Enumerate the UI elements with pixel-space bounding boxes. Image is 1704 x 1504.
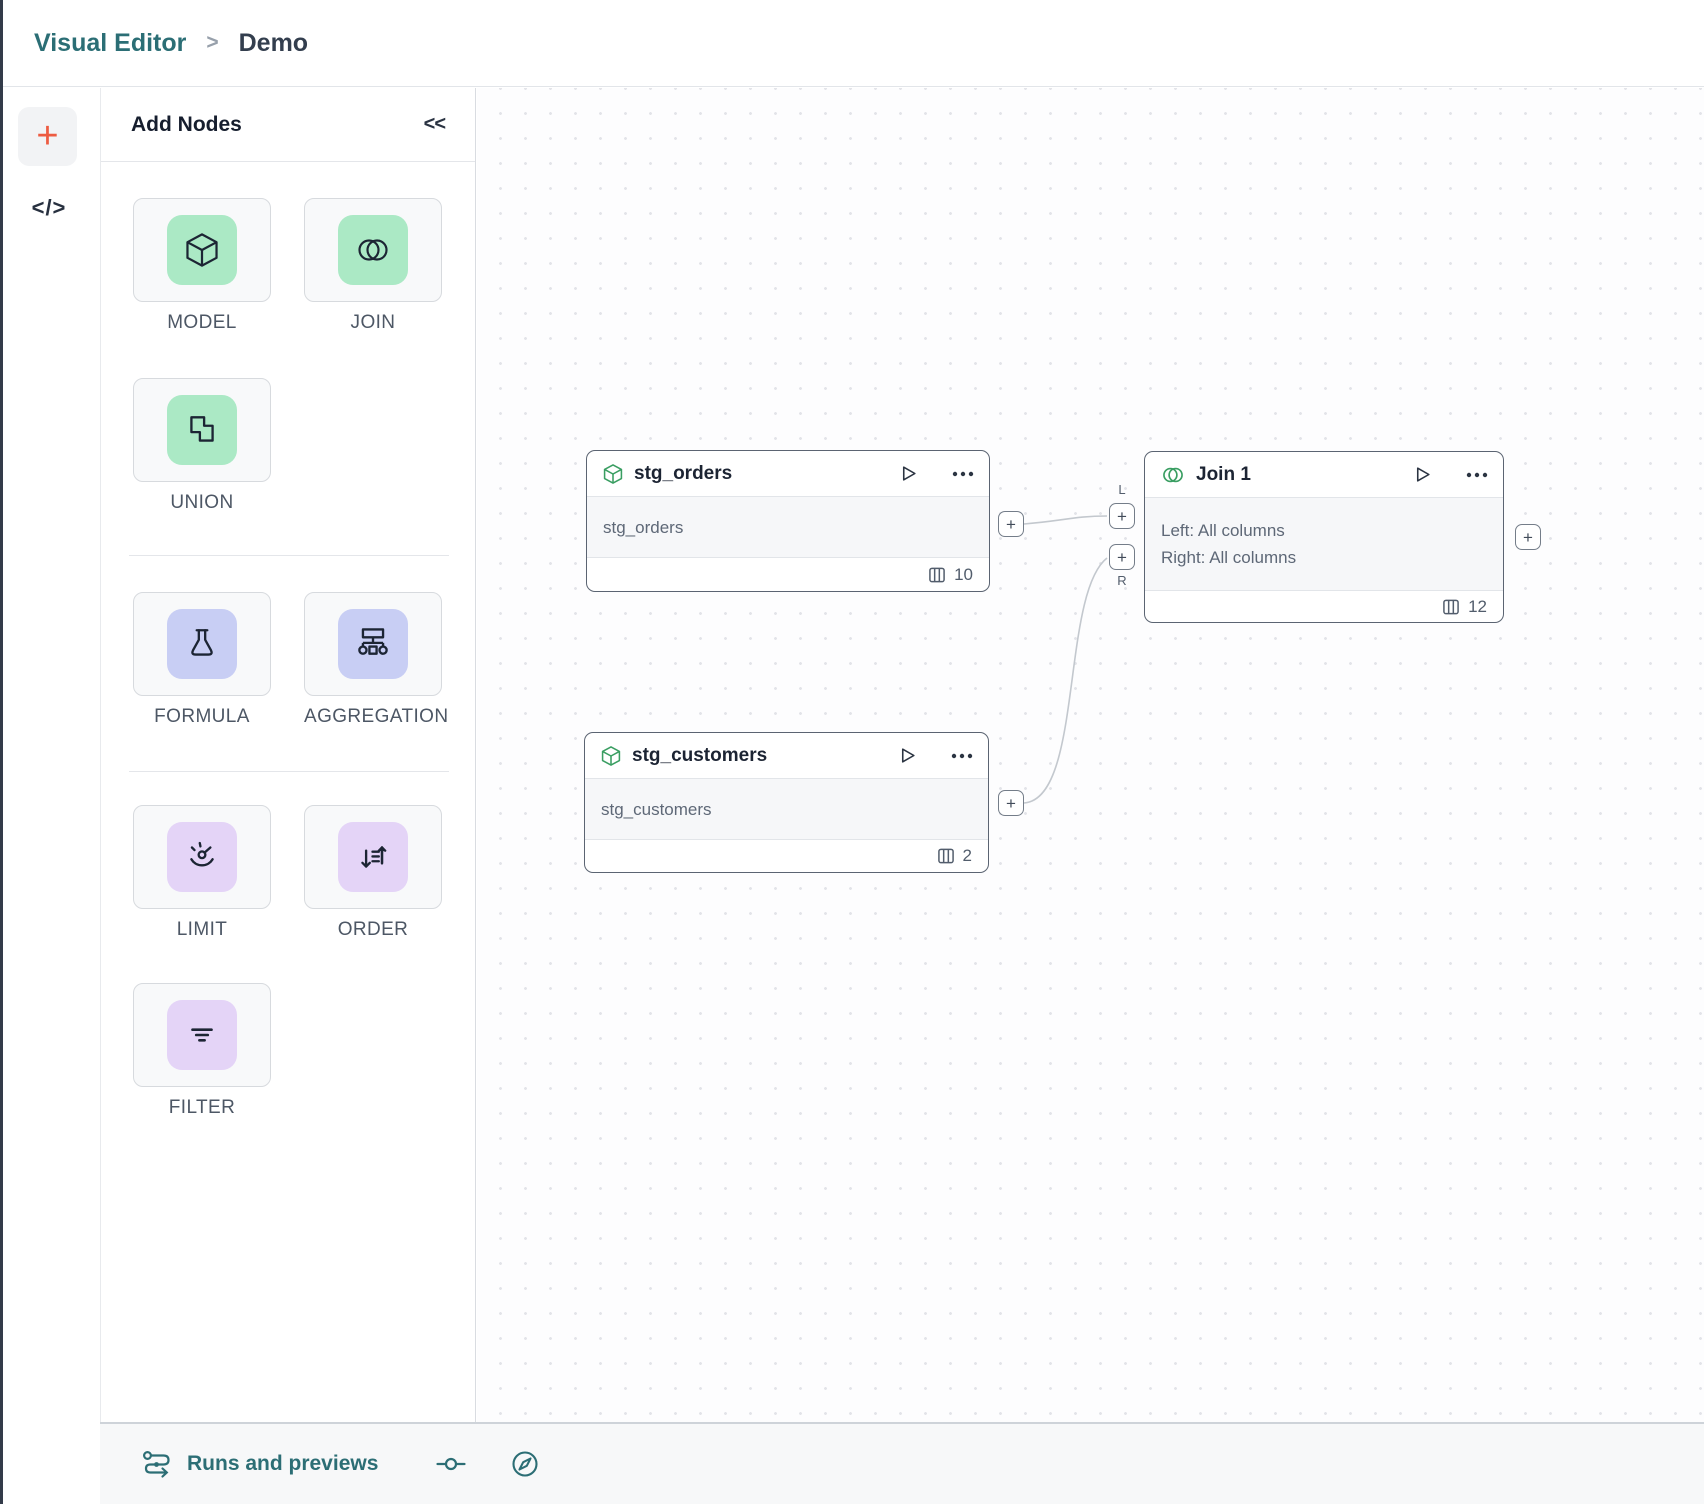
node-body-row: Left: All columns bbox=[1161, 521, 1285, 540]
breadcrumb-page[interactable]: Demo bbox=[238, 28, 309, 57]
columns-icon bbox=[929, 567, 945, 582]
run-node-icon[interactable] bbox=[899, 464, 918, 483]
input-port-join-left[interactable]: + bbox=[1109, 503, 1135, 529]
node-footer: 2 bbox=[585, 840, 988, 872]
node-title: stg_customers bbox=[632, 744, 768, 766]
column-count: 12 bbox=[1468, 596, 1487, 616]
panel-header: Add Nodes << bbox=[101, 88, 475, 162]
gauge-icon bbox=[167, 822, 237, 892]
columns-icon bbox=[1443, 599, 1459, 614]
panel-title: Add Nodes bbox=[131, 112, 242, 136]
run-node-icon[interactable] bbox=[898, 746, 917, 765]
union-shapes-icon bbox=[167, 395, 237, 465]
model-card[interactable] bbox=[133, 198, 271, 302]
window-edge bbox=[0, 0, 3, 1504]
columns-icon bbox=[937, 848, 954, 864]
breadcrumb: Visual Editor > Demo bbox=[3, 0, 1704, 87]
port-label-right: R bbox=[1117, 573, 1127, 588]
palette-item-label: ORDER bbox=[337, 919, 409, 940]
bottom-bar: Runs and previews bbox=[100, 1422, 1704, 1504]
sort-order-icon bbox=[338, 822, 408, 892]
node-stg-orders[interactable]: stg_orders stg_orders 10 bbox=[586, 450, 990, 592]
node-body-row: Right: All columns bbox=[1161, 548, 1297, 567]
model-cube-icon bbox=[601, 745, 621, 766]
palette-item-label: FORMULA bbox=[154, 706, 250, 727]
node-body-row: stg_customers bbox=[601, 799, 712, 819]
run-node-icon[interactable] bbox=[1413, 465, 1432, 484]
palette-item-label: FILTER bbox=[168, 1097, 236, 1118]
node-title: Join 1 bbox=[1196, 463, 1251, 485]
breadcrumb-separator: > bbox=[206, 31, 219, 54]
palette-item-label: MODEL bbox=[167, 312, 237, 333]
node-menu-icon[interactable] bbox=[952, 471, 974, 477]
palette-divider bbox=[129, 555, 449, 556]
union-card[interactable] bbox=[133, 378, 271, 482]
add-nodes-panel: Add Nodes << MODEL JOIN bbox=[100, 88, 476, 1422]
node-header: stg_orders bbox=[587, 451, 989, 496]
palette-divider bbox=[129, 771, 449, 772]
palette-item-union[interactable]: UNION bbox=[133, 378, 271, 514]
port-label-left: L bbox=[1118, 482, 1126, 497]
palette-item-filter[interactable]: FILTER bbox=[133, 983, 271, 1119]
output-port-stg-orders[interactable]: + bbox=[998, 511, 1024, 537]
palette-item-label: LIMIT bbox=[176, 919, 228, 940]
compass-icon[interactable] bbox=[510, 1449, 540, 1479]
palette-item-label: UNION bbox=[170, 492, 234, 513]
aggregation-card[interactable] bbox=[304, 592, 442, 696]
node-header: stg_customers bbox=[585, 733, 988, 778]
commit-icon[interactable] bbox=[436, 1457, 466, 1471]
output-port-stg-customers[interactable]: + bbox=[998, 790, 1024, 816]
flow-canvas[interactable]: stg_orders stg_orders 10 + stg_custom bbox=[477, 88, 1704, 1422]
node-title: stg_orders bbox=[634, 462, 733, 484]
limit-card[interactable] bbox=[133, 805, 271, 909]
node-body: stg_customers bbox=[585, 778, 988, 840]
node-body-row: stg_orders bbox=[603, 517, 684, 537]
palette-item-join[interactable]: JOIN bbox=[304, 198, 442, 334]
palette-item-label: JOIN bbox=[350, 312, 396, 333]
aggregation-tree-icon bbox=[338, 609, 408, 679]
filter-card[interactable] bbox=[133, 983, 271, 1087]
collapse-panel-icon[interactable]: << bbox=[423, 113, 446, 135]
node-footer: 12 bbox=[1145, 591, 1503, 622]
model-cube-icon bbox=[603, 463, 623, 484]
palette-item-aggregation[interactable]: AGGREGATION bbox=[304, 592, 449, 728]
node-header: Join 1 bbox=[1145, 452, 1503, 497]
column-count: 2 bbox=[962, 846, 972, 865]
flask-icon bbox=[167, 609, 237, 679]
join-circles-icon bbox=[338, 215, 408, 285]
column-count: 10 bbox=[954, 564, 973, 584]
formula-card[interactable] bbox=[133, 592, 271, 696]
palette-item-limit[interactable]: LIMIT bbox=[133, 805, 271, 941]
input-port-join-right[interactable]: + bbox=[1109, 544, 1135, 570]
palette-item-order[interactable]: ORDER bbox=[304, 805, 442, 941]
palette-item-label: AGGREGATION bbox=[304, 706, 449, 727]
node-menu-icon[interactable] bbox=[1466, 472, 1488, 478]
node-footer: 10 bbox=[587, 558, 989, 591]
join-card[interactable] bbox=[304, 198, 442, 302]
code-editor-icon[interactable]: </> bbox=[31, 195, 67, 220]
node-join-1[interactable]: Join 1 Left: All columns Right: All colu… bbox=[1144, 451, 1504, 623]
cube-icon bbox=[167, 215, 237, 285]
join-circles-icon bbox=[1163, 467, 1183, 482]
node-stg-customers[interactable]: stg_customers stg_customers 2 bbox=[584, 732, 989, 873]
add-button[interactable]: + bbox=[18, 107, 77, 166]
node-body: stg_orders bbox=[587, 496, 989, 558]
sort-order-icon-card[interactable] bbox=[304, 805, 442, 909]
filter-lines-icon bbox=[167, 1000, 237, 1070]
palette-item-formula[interactable]: FORMULA bbox=[133, 592, 271, 728]
runs-and-previews-button[interactable]: Runs and previews bbox=[187, 1452, 379, 1475]
output-port-join[interactable]: + bbox=[1515, 524, 1541, 550]
left-rail: + </> bbox=[3, 88, 100, 1504]
palette-item-model[interactable]: MODEL bbox=[133, 198, 271, 334]
breadcrumb-app[interactable]: Visual Editor bbox=[34, 28, 187, 57]
node-body: Left: All columns Right: All columns bbox=[1145, 497, 1503, 591]
node-menu-icon[interactable] bbox=[951, 753, 973, 759]
runs-flow-icon[interactable] bbox=[142, 1449, 173, 1479]
